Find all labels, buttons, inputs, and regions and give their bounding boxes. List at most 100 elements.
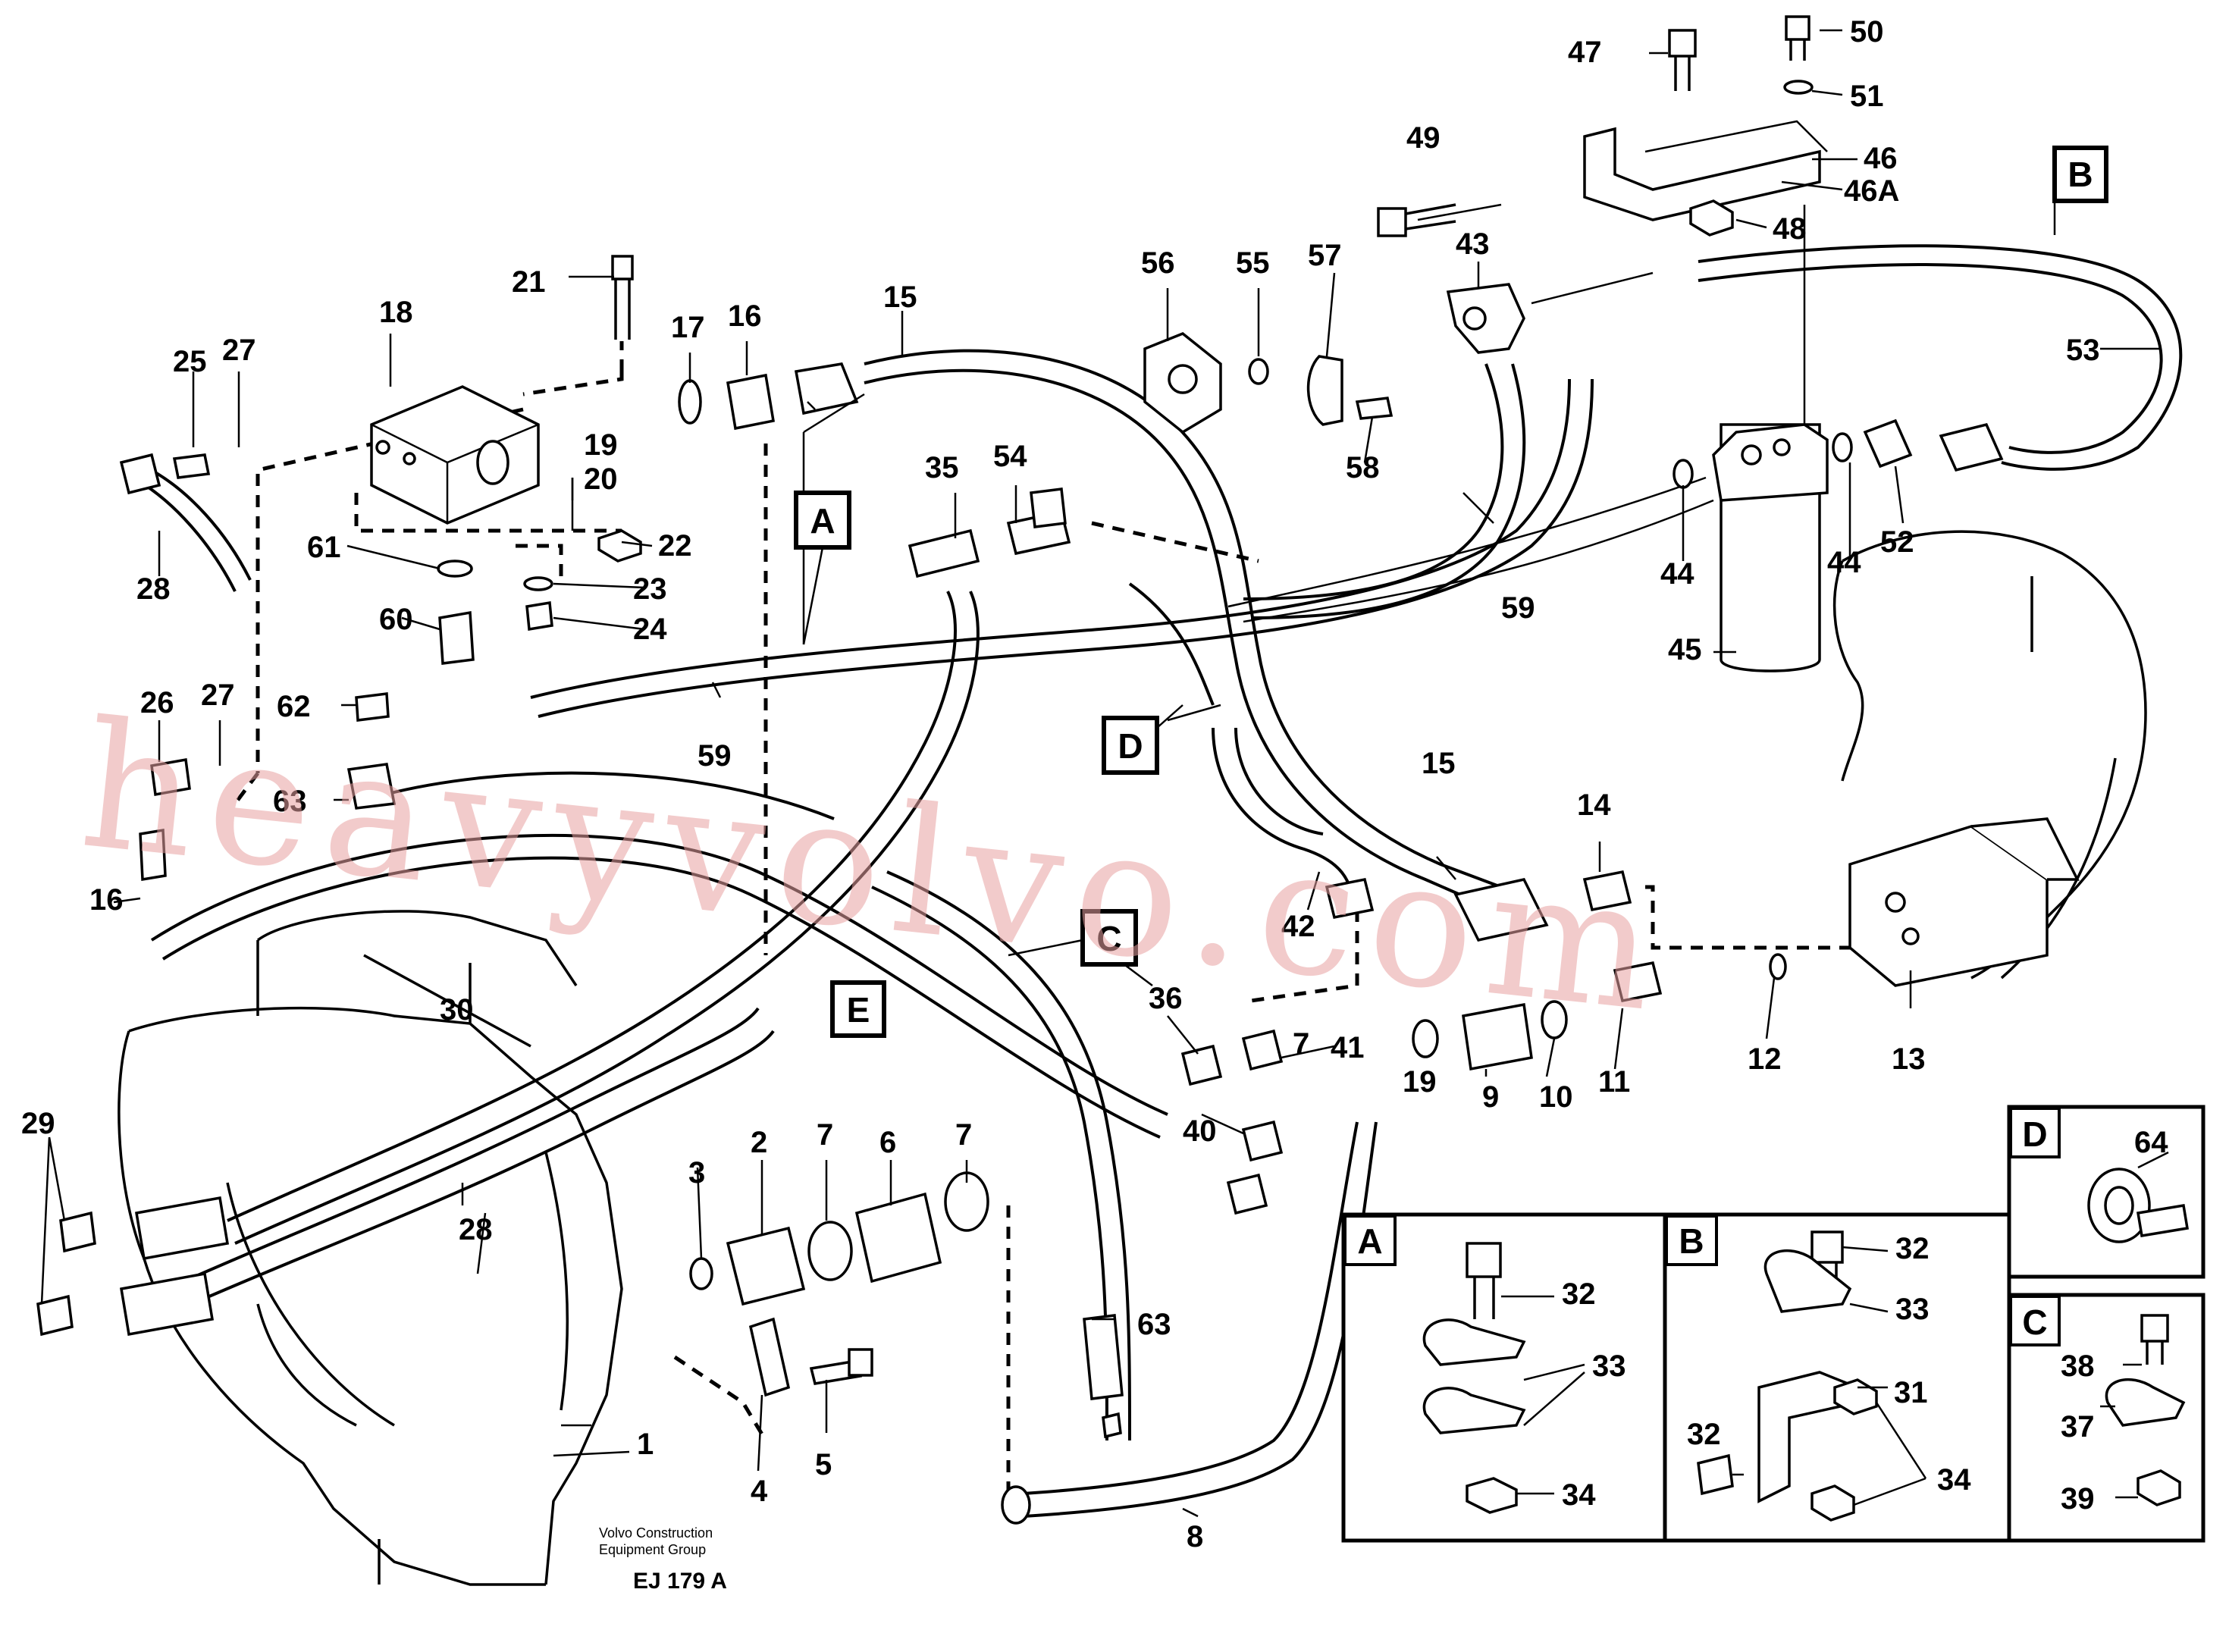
callout-30: 30 (440, 993, 474, 1027)
section-label-boxes: A B C D E (794, 146, 2108, 1038)
title-block: Volvo Construction Equipment Group EJ 17… (599, 1525, 727, 1594)
svg-text:B: B (2068, 155, 2093, 194)
inset-d: D (2007, 1105, 2205, 1279)
section-label-c: C (1008, 909, 1138, 967)
svg-text:C: C (1096, 919, 1121, 958)
callout-1: 1 (637, 1428, 654, 1461)
callout-52: 52 (1880, 525, 1914, 559)
callout-18: 18 (379, 296, 413, 329)
section-label-d: D (1102, 704, 1183, 775)
callout-57: 57 (1308, 239, 1342, 272)
callout-53: 53 (2066, 334, 2100, 367)
company-line-2: Equipment Group (599, 1542, 706, 1557)
leader-lines (40, 29, 2161, 1518)
callout-12: 12 (1748, 1042, 1782, 1076)
callout-7: 7 (817, 1118, 833, 1152)
callout-7b: 7 (955, 1118, 972, 1152)
callout-59: 59 (698, 739, 732, 773)
inset-a: A (1341, 1212, 1667, 1543)
callout-10: 10 (1539, 1080, 1573, 1114)
svg-text:A: A (1357, 1221, 1382, 1261)
callout-48: 48 (1773, 212, 1807, 246)
callout-23: 23 (633, 572, 667, 606)
callout-39: 39 (2061, 1482, 2095, 1516)
svg-text:D: D (2022, 1114, 2047, 1154)
section-label-a: A (794, 491, 851, 645)
section-label-b: B (2052, 146, 2108, 235)
callout-49: 49 (1406, 121, 1441, 155)
callout-60: 60 (379, 603, 413, 636)
callout-20: 20 (584, 462, 618, 496)
callout-7c: 7 (1293, 1027, 1309, 1061)
callout-8: 8 (1187, 1520, 1203, 1553)
callout-33: 33 (1592, 1349, 1626, 1383)
callout-63: 63 (273, 785, 307, 818)
callout-27: 27 (222, 334, 256, 367)
callout-21: 21 (512, 265, 546, 299)
section-label-e: E (830, 980, 886, 1038)
callout-51: 51 (1850, 80, 1884, 113)
callout-5: 5 (815, 1448, 832, 1481)
callout-11: 11 (1598, 1065, 1630, 1099)
callout-19b: 19 (1403, 1065, 1437, 1099)
svg-text:B: B (1679, 1221, 1704, 1261)
callout-17: 17 (671, 311, 705, 344)
callout-40: 40 (1183, 1114, 1217, 1148)
callout-34: 34 (1562, 1478, 1596, 1512)
callout-44b: 44 (1827, 546, 1861, 579)
callout-42: 42 (1281, 910, 1315, 943)
callout-37: 37 (2061, 1410, 2095, 1444)
callout-15: 15 (883, 281, 917, 314)
callout-47: 47 (1568, 36, 1602, 69)
callout-54: 54 (993, 440, 1027, 473)
callout-26: 26 (140, 686, 174, 719)
callout-33b: 33 (1895, 1293, 1930, 1326)
callout-24: 24 (633, 613, 667, 646)
callout-4: 4 (751, 1475, 768, 1508)
callout-61: 61 (307, 531, 341, 564)
detail-insets: A B C (1341, 1105, 2205, 1543)
callout-46a: 46A (1844, 174, 1899, 208)
hoses (132, 244, 2183, 1518)
callout-38: 38 (2061, 1349, 2095, 1383)
callout-43: 43 (1456, 227, 1490, 261)
callout-31: 31 (1894, 1376, 1928, 1409)
callout-6b: 16 (89, 883, 124, 917)
company-line-1: Volvo Construction (599, 1525, 713, 1541)
callout-6: 6 (879, 1126, 896, 1159)
callout-46: 46 (1864, 142, 1898, 175)
callout-64: 64 (2134, 1126, 2168, 1159)
inset-b: B (1663, 1212, 2011, 1543)
callout-15b: 15 (1422, 747, 1456, 780)
callout-2: 2 (751, 1126, 767, 1159)
svg-text:C: C (2022, 1302, 2047, 1342)
svg-text:D: D (1118, 726, 1143, 766)
svg-text:E: E (847, 990, 870, 1030)
callout-9: 9 (1482, 1080, 1499, 1114)
callout-63b: 63 (1137, 1308, 1171, 1341)
callout-50: 50 (1850, 15, 1884, 49)
callout-34b: 34 (1937, 1463, 1971, 1497)
callout-32b: 32 (1895, 1232, 1930, 1265)
callout-55: 55 (1236, 246, 1270, 280)
callout-58: 58 (1346, 451, 1380, 484)
callout-3: 3 (688, 1156, 705, 1190)
callout-19: 19 (584, 428, 618, 462)
inset-c: C (2007, 1293, 2205, 1543)
callout-56: 56 (1141, 246, 1175, 280)
callout-28b: 28 (459, 1213, 493, 1246)
callout-36: 36 (1149, 982, 1183, 1015)
callout-22: 22 (658, 529, 692, 563)
callout-44: 44 (1660, 557, 1694, 591)
callout-25: 25 (173, 345, 207, 378)
transmission-housing (118, 910, 623, 1586)
callout-62: 62 (277, 690, 311, 723)
callout-32: 32 (1562, 1277, 1596, 1311)
components (36, 15, 2080, 1525)
callout-13: 13 (1892, 1042, 1926, 1076)
drawing-reference: EJ 179 A (633, 1569, 727, 1594)
callout-16: 16 (728, 299, 762, 333)
svg-text:A: A (810, 501, 835, 541)
callout-45: 45 (1668, 633, 1702, 666)
